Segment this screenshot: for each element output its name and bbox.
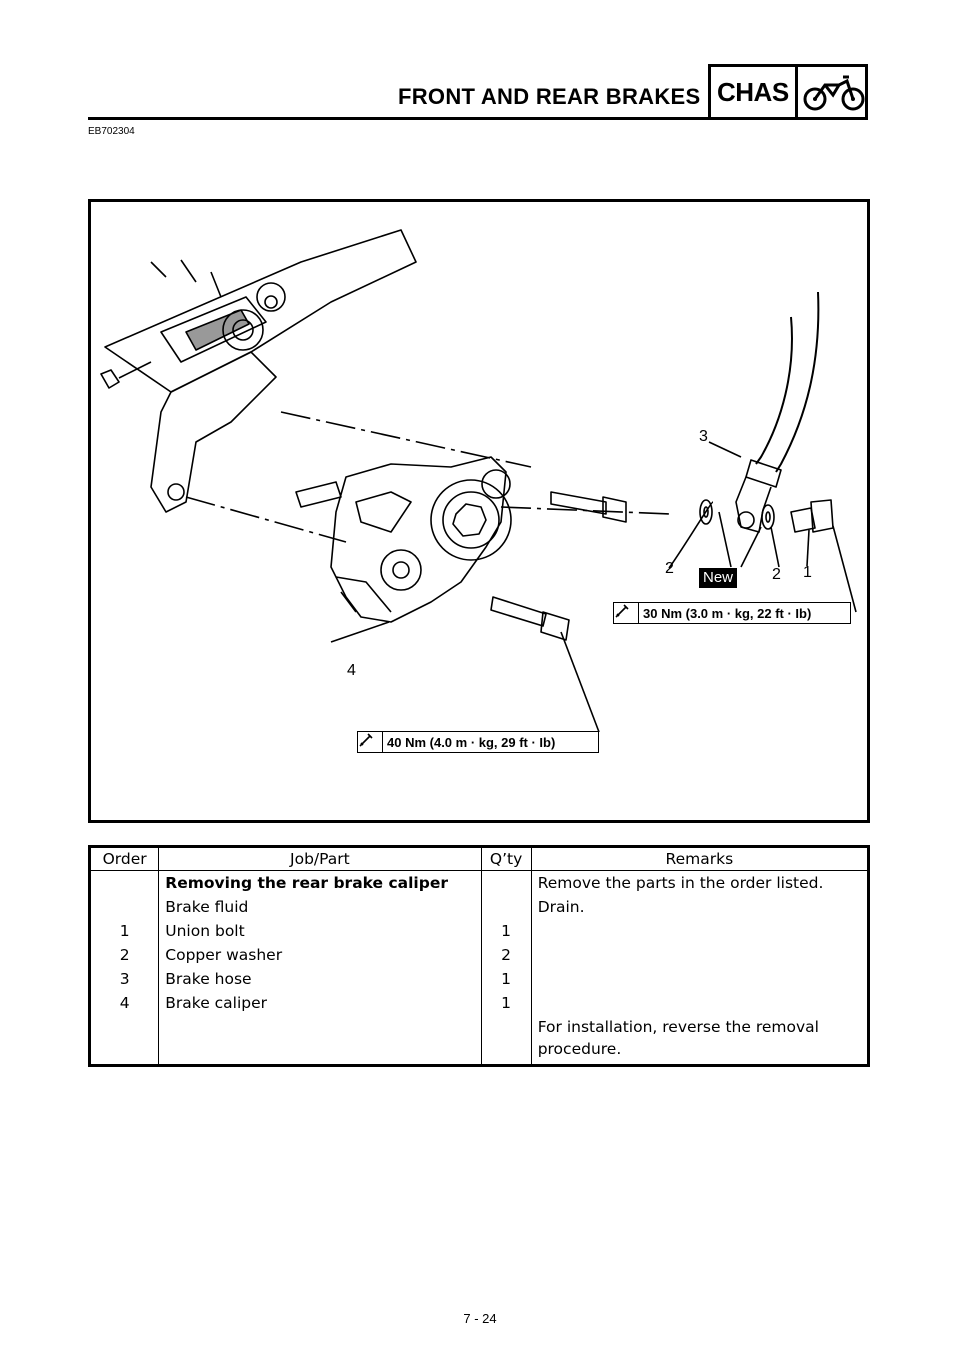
page-title: FRONT AND REAR BRAKES xyxy=(398,84,701,109)
torque-union-bolt-text: 30 Nm (3.0 m · kg, 22 ft · Ib) xyxy=(643,605,812,621)
cell-remarks xyxy=(530,991,870,1015)
torque-wrench-icon xyxy=(614,603,639,623)
callout-3: 3 xyxy=(699,428,708,445)
section-badge: CHAS xyxy=(708,64,868,120)
torque-spec-caliper-bolt: 40 Nm (4.0 m · kg, 29 ft · Ib) xyxy=(357,731,599,753)
cell-order xyxy=(88,870,160,895)
copper-washer-left xyxy=(699,499,713,525)
cell-part: Union bolt xyxy=(158,919,482,943)
table-row: 1 Union bolt 1 xyxy=(88,919,870,943)
table-row: Brake fluid Drain. xyxy=(88,895,870,919)
cell-qty: 1 xyxy=(480,919,532,943)
cell-order: 1 xyxy=(88,919,160,943)
cell-part xyxy=(158,1015,482,1066)
document-code: EB702304 xyxy=(88,126,135,137)
cell-order xyxy=(88,895,160,919)
cell-part: Removing the rear brake caliper xyxy=(158,870,482,895)
header-rule xyxy=(88,117,708,120)
cell-order: 2 xyxy=(88,943,160,967)
cell-qty: 1 xyxy=(480,967,532,991)
table-row: Removing the rear brake caliper Remove t… xyxy=(88,870,870,895)
table-row: For installation, reverse the removal pr… xyxy=(88,1015,870,1066)
cell-qty xyxy=(480,895,532,919)
caliper-bolt xyxy=(490,596,547,627)
cell-order: 3 xyxy=(88,967,160,991)
brake-hose xyxy=(755,316,793,465)
torque-wrench-icon xyxy=(358,732,383,752)
callout-4: 4 xyxy=(347,662,356,679)
section-badge-label: CHAS xyxy=(717,77,789,107)
cell-order: 4 xyxy=(88,991,160,1015)
brake-caliper-illustration xyxy=(100,229,857,733)
cell-qty: 2 xyxy=(480,943,532,967)
cell-remarks: Drain. xyxy=(530,895,870,919)
callout-1: 1 xyxy=(803,564,812,581)
cell-remarks xyxy=(530,967,870,991)
exploded-diagram: 3 2 New 2 1 4 30 Nm (3.0 m · kg, 22 ft ·… xyxy=(88,199,870,823)
callout-2-left: 2 xyxy=(665,560,674,577)
cell-part: Brake hose xyxy=(158,967,482,991)
cell-qty: 1 xyxy=(480,991,532,1015)
cell-remarks: For installation, reverse the removal pr… xyxy=(530,1015,870,1066)
cell-remarks xyxy=(530,919,870,943)
column-header-order: Order xyxy=(88,846,160,871)
callout-2-right: 2 xyxy=(772,566,781,583)
motorcycle-icon xyxy=(803,75,865,111)
table-row: 4 Brake caliper 1 xyxy=(88,991,870,1015)
caliper-bracket xyxy=(150,351,277,513)
cell-qty xyxy=(480,870,532,895)
union-bolt xyxy=(790,507,816,533)
cell-order xyxy=(88,1015,160,1066)
table-row: 2 Copper washer 2 xyxy=(88,943,870,967)
cell-remarks: Remove the parts in the order listed. xyxy=(530,870,870,895)
new-part-badge: New xyxy=(699,568,738,588)
column-header-remarks: Remarks xyxy=(530,846,870,871)
swingarm-outline xyxy=(104,229,417,393)
cell-part: Brake fluid xyxy=(158,895,482,919)
table-header-row: Order Job/Part Q’ty Remarks xyxy=(88,846,870,871)
parts-table: Order Job/Part Q’ty Remarks Removing the… xyxy=(88,845,870,1067)
section-badge-divider xyxy=(795,67,798,117)
upper-bolt xyxy=(550,491,607,515)
column-header-job-part: Job/Part xyxy=(158,846,482,871)
cell-remarks xyxy=(530,943,870,967)
torque-caliper-bolt-text: 40 Nm (4.0 m · kg, 29 ft · Ib) xyxy=(387,734,556,750)
page-number: 7 - 24 xyxy=(463,1311,497,1326)
cell-qty xyxy=(480,1015,532,1066)
table-row: 3 Brake hose 1 xyxy=(88,967,870,991)
column-header-qty: Q’ty xyxy=(480,846,532,871)
torque-spec-union-bolt: 30 Nm (3.0 m · kg, 22 ft · Ib) xyxy=(613,602,851,624)
cell-part: Brake caliper xyxy=(158,991,482,1015)
cell-part: Copper washer xyxy=(158,943,482,967)
